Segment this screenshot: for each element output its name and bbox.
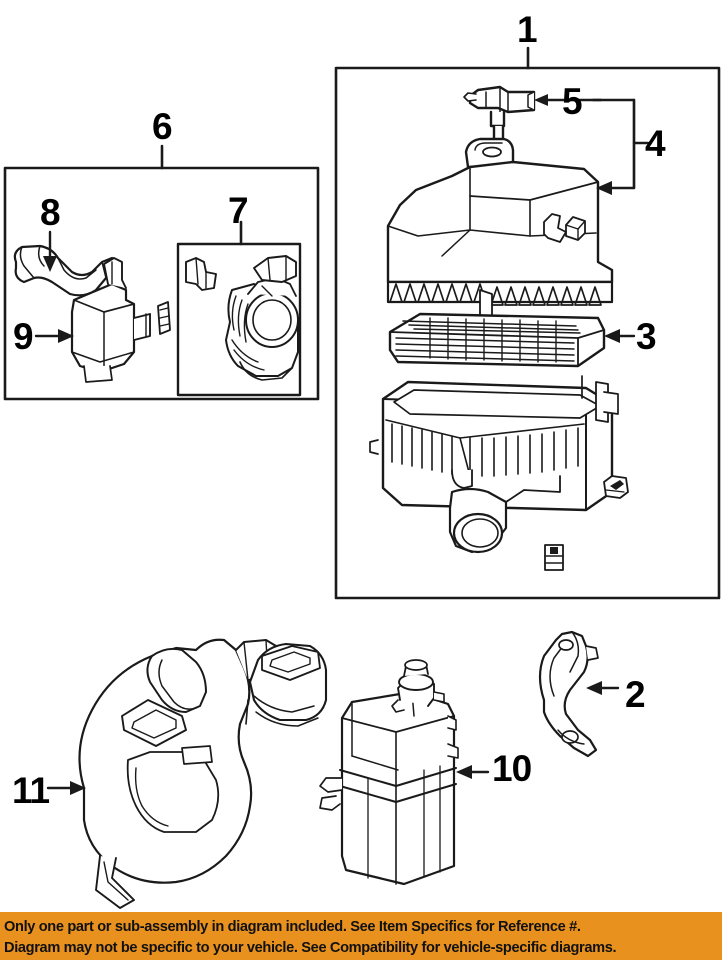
leader-line-9	[34, 329, 74, 343]
part-7-air-inlet-duct	[185, 255, 299, 381]
leader-line-2	[586, 681, 620, 695]
arrowhead-11	[70, 781, 86, 795]
part-small-fastener-a	[603, 475, 629, 499]
callout-3[interactable]: 3	[636, 316, 657, 357]
callout-2[interactable]: 2	[625, 674, 646, 715]
callout-7[interactable]: 7	[228, 190, 249, 231]
arrowhead-10	[456, 765, 472, 779]
disclaimer-banner: Only one part or sub-assembly in diagram…	[0, 912, 722, 960]
callout-1[interactable]: 1	[517, 9, 538, 50]
leader-line-11	[46, 781, 86, 795]
callout-5[interactable]: 5	[562, 81, 583, 122]
arrowhead-9	[58, 329, 74, 343]
disclaimer-line-2: Diagram may not be specific to your vehi…	[4, 939, 617, 956]
callout-11[interactable]: 11	[12, 770, 50, 811]
leader-line-10	[456, 765, 490, 779]
part-small-fastener-b	[544, 544, 564, 571]
arrowhead-8	[43, 256, 57, 272]
leader-line-3	[604, 329, 636, 343]
part-11-air-intake-inlet-duct	[78, 638, 328, 909]
callout-4[interactable]: 4	[645, 123, 666, 164]
part-small-clamp	[157, 301, 171, 335]
callout-10[interactable]: 10	[492, 748, 532, 789]
part-2-mounting-bracket	[538, 630, 599, 758]
part-3-air-filter-element	[388, 312, 606, 368]
arrowhead-4	[596, 181, 612, 195]
arrowhead-2	[586, 681, 602, 695]
callout-8[interactable]: 8	[40, 192, 61, 233]
leader-line-8	[43, 230, 57, 272]
part-10-air-cleaner-canister	[319, 659, 459, 886]
callout-9[interactable]: 9	[13, 316, 34, 357]
arrowhead-3	[604, 329, 620, 343]
part-air-cleaner-lower-case	[369, 375, 629, 571]
part-4-air-cleaner-cover	[386, 137, 614, 321]
leader-line-4	[596, 98, 650, 195]
part-9-resonator-chamber	[70, 257, 171, 383]
arrowhead-5	[534, 94, 548, 106]
diagram-line-art	[3, 46, 721, 909]
callout-6[interactable]: 6	[152, 106, 173, 147]
disclaimer-line-1: Only one part or sub-assembly in diagram…	[4, 918, 581, 935]
part-5-mass-air-flow-sensor	[463, 85, 536, 148]
